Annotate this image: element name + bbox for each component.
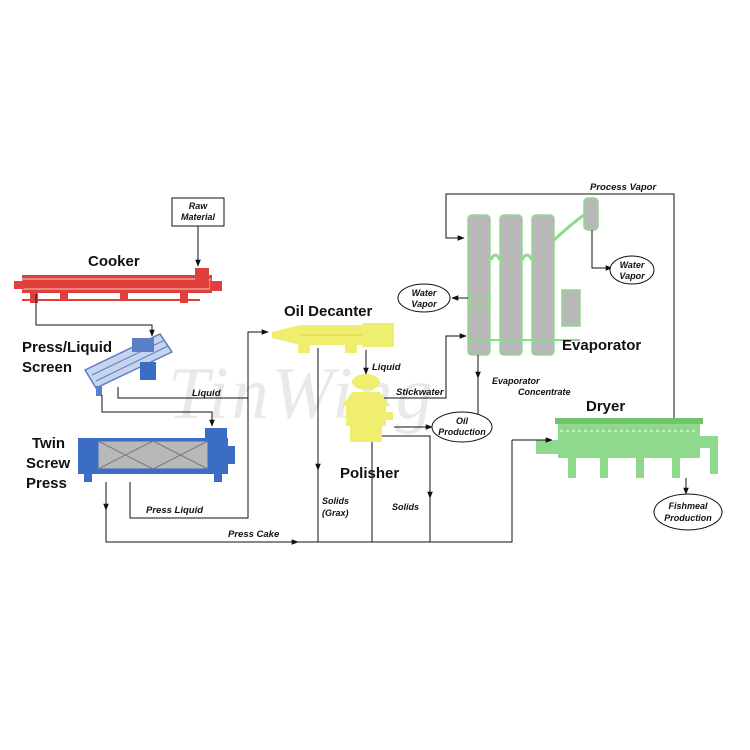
decanter-title: Oil Decanter <box>284 303 373 320</box>
solids-grax-label-1: Solids <box>322 496 349 506</box>
bottom-main-line <box>298 440 513 543</box>
fishmeal-production-oval: Fishmeal Production <box>653 493 723 531</box>
cooker-title: Cooker <box>88 253 140 270</box>
twin-screw-press-equipment <box>78 428 235 482</box>
oil-decanter-equipment <box>272 323 394 353</box>
water-vapor-right-arrow <box>591 230 613 271</box>
polisher-solids-arrow <box>382 435 433 499</box>
water-vapor-left-oval: Water Vapor <box>397 283 451 313</box>
raw-material-box: Raw Material <box>171 197 225 227</box>
process-vapor-label: Process Vapor <box>590 182 657 193</box>
fishmeal-label-1: Fishmeal <box>668 501 708 511</box>
cooker-equipment <box>14 268 222 303</box>
press-title-3: Press <box>26 475 67 492</box>
raw-material-label-1: Raw <box>189 201 209 211</box>
liquid-screen-label: Liquid <box>192 388 221 399</box>
press-title-2: Screw <box>26 455 71 472</box>
stickwater-arrow <box>384 333 467 399</box>
polisher-title: Polisher <box>340 465 399 482</box>
oil-production-label-2: Production <box>438 427 486 437</box>
water-vapor-right-label-1: Water <box>620 260 645 270</box>
press-cake-line <box>105 510 290 543</box>
water-vapor-left-label-2: Vapor <box>411 299 437 309</box>
press-title-1: Twin <box>32 435 65 452</box>
oil-production-label-1: Oil <box>456 416 469 426</box>
evap-concentrate-label-2: Concentrate <box>518 387 571 397</box>
stickwater-label: Stickwater <box>396 387 445 398</box>
press-liquid-line <box>129 398 249 519</box>
raw-material-label-2: Material <box>181 212 216 222</box>
polisher-solids-label: Solids <box>392 502 419 512</box>
process-vapor-arrow <box>445 193 675 418</box>
water-vapor-right-oval: Water Vapor <box>609 255 655 285</box>
water-vapor-right-label-2: Vapor <box>619 271 645 281</box>
solids-grax-label-2: (Grax) <box>322 508 349 518</box>
water-vapor-left-label-1: Water <box>412 288 437 298</box>
screen-title-2: Screen <box>22 359 72 376</box>
press-liquid-screen-equipment <box>83 333 174 396</box>
polisher-equipment <box>342 374 393 442</box>
press-liquid-label: Press Liquid <box>146 505 203 516</box>
screen-title-1: Press/Liquid <box>22 339 112 356</box>
oil-production-oval: Oil Production <box>431 411 493 443</box>
fishmeal-label-2: Production <box>664 513 712 523</box>
evaporator-title: Evaporator <box>562 337 641 354</box>
dryer-equipment <box>536 418 718 478</box>
evaporator-equipment <box>467 197 599 356</box>
cooker-to-screen-arrow <box>35 294 155 337</box>
dryer-title: Dryer <box>586 398 625 415</box>
screen-to-press-arrow <box>101 395 215 427</box>
press-cake-label: Press Cake <box>228 529 280 540</box>
liquid-decanter-label: Liquid <box>372 362 401 373</box>
evap-concentrate-label-1: Evaporator <box>492 376 540 386</box>
